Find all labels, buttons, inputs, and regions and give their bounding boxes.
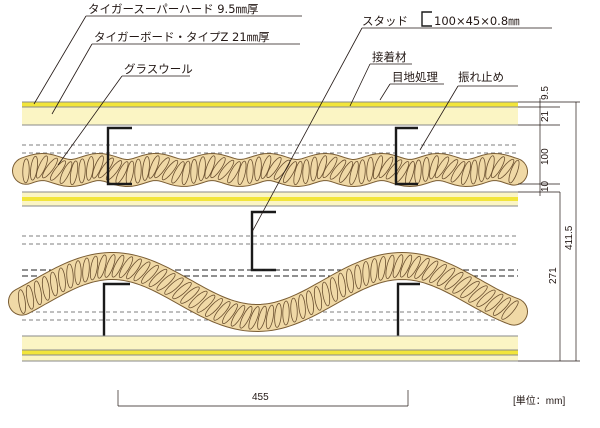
label-super-hard: タイガースーパーハード 9.5㎜厚	[88, 2, 259, 16]
middle-stud	[250, 210, 276, 272]
dim-stud-pitch: 455	[252, 392, 269, 403]
upper-board-z	[22, 107, 518, 125]
dim-total: 411.5	[564, 225, 575, 250]
dim-super-hard: 9.5	[540, 86, 551, 100]
upper-board-layers	[22, 101, 518, 126]
bottom-dimension	[117, 390, 409, 407]
label-stud: スタッド	[362, 14, 408, 28]
dim-lower: 271	[548, 267, 559, 284]
upper-glass-wool	[12, 152, 528, 188]
label-bracing: 振れ止め	[458, 70, 504, 84]
unit-label: [単位：mm]	[513, 394, 565, 407]
lower-board-layers	[22, 335, 518, 362]
upper-stud-left	[106, 126, 132, 186]
label-joint: 目地処理	[392, 70, 438, 84]
upper-stud-right	[394, 126, 418, 186]
label-stud-size: 100×45×0.8㎜	[434, 14, 520, 28]
lower-stud-right	[396, 282, 420, 340]
stud-symbol-icon	[421, 11, 432, 27]
lower-stud-left	[102, 282, 130, 340]
label-glass-wool: グラスウール	[124, 62, 193, 76]
dim-cavity: 100	[540, 148, 551, 165]
leader-lines	[33, 15, 552, 233]
dim-gap: 10	[540, 180, 551, 192]
label-adhesive: 接着材	[372, 50, 407, 64]
lower-glass-wool	[8, 251, 528, 333]
upper-yellow-layer	[22, 102, 518, 107]
label-board-z: タイガーボード・タイプZ 21㎜厚	[94, 30, 270, 44]
right-dimensions	[518, 98, 580, 362]
dim-board-z: 21	[540, 110, 551, 122]
